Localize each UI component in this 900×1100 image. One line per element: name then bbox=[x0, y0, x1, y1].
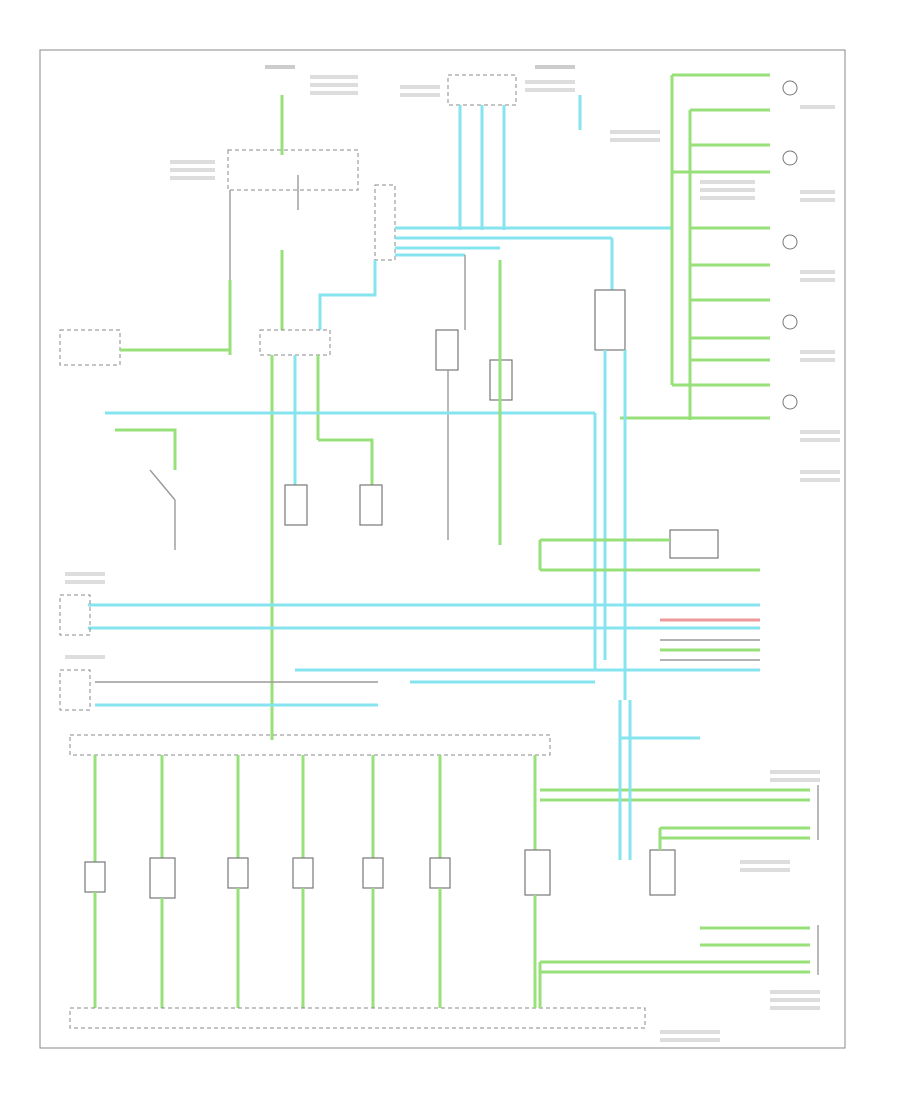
ground-bus bbox=[69, 895, 646, 1029]
connector-mid bbox=[435, 255, 466, 540]
bottom-right-harness bbox=[538, 700, 820, 1042]
control-module-mid bbox=[318, 184, 672, 330]
central-junction-box bbox=[259, 329, 374, 740]
submodule-row-mid bbox=[284, 260, 627, 700]
fuse-relay-block-top bbox=[227, 95, 359, 355]
left-switch bbox=[59, 329, 230, 550]
right-harness bbox=[620, 73, 770, 420]
bottom-components bbox=[84, 849, 676, 1008]
right-terminals bbox=[782, 80, 798, 410]
top-junction-connector bbox=[447, 74, 582, 230]
cyan-bus-horizontal bbox=[105, 411, 597, 670]
label-group-right bbox=[610, 105, 840, 482]
left-lower-switches bbox=[59, 572, 105, 711]
diagram-frame bbox=[39, 49, 846, 1049]
label-group-top bbox=[170, 65, 575, 180]
lower-bus bbox=[88, 603, 760, 740]
connector-unit-right bbox=[538, 529, 760, 572]
bottom-header-bus bbox=[69, 734, 551, 865]
